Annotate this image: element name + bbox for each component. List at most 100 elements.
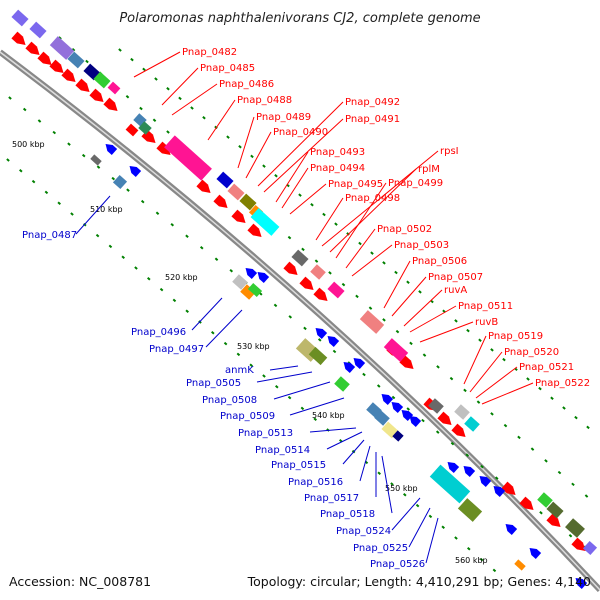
gene-label[interactable]: Pnap_0489 (256, 112, 311, 123)
gene-label[interactable]: ruvA (444, 285, 467, 296)
gene-label[interactable]: Pnap_0493 (310, 147, 365, 158)
tick-mark (449, 376, 454, 381)
gene-arrow (381, 393, 394, 405)
leader-line (469, 351, 503, 393)
gene-label[interactable]: Pnap_0515 (271, 460, 326, 471)
gene-label[interactable]: Pnap_0511 (458, 301, 513, 312)
tick-mark (341, 282, 346, 287)
tick-mark (490, 412, 494, 416)
gene-label[interactable]: Pnap_0522 (535, 378, 590, 389)
gene-label[interactable]: Pnap_0487 (22, 230, 77, 241)
tick-mark (435, 430, 440, 434)
tick-mark (155, 211, 160, 215)
tick-mark (526, 377, 530, 381)
gene-label[interactable]: Pnap_0497 (149, 344, 204, 355)
gene-label[interactable]: Pnap_0491 (345, 114, 400, 125)
gene-label[interactable]: Pnap_0521 (519, 362, 574, 373)
gene-label[interactable]: Pnap_0509 (220, 411, 275, 422)
gene-label[interactable]: anmK (225, 365, 254, 376)
gene-label[interactable]: Pnap_0524 (336, 526, 391, 537)
gene-block (334, 376, 350, 392)
gene-label[interactable]: Pnap_0505 (186, 378, 241, 389)
reverse-gene-labels: Pnap_0487 Pnap_0496 Pnap_0497 anmK Pnap_… (22, 230, 425, 570)
tick-mark (236, 352, 241, 357)
gene-label[interactable]: Pnap_0492 (345, 97, 400, 108)
gene-label[interactable]: Pnap_0482 (182, 47, 237, 58)
gene-label[interactable]: Pnap_0502 (377, 224, 432, 235)
gene-arrow (451, 423, 466, 438)
gene-label[interactable]: Pnap_0506 (412, 256, 467, 267)
gene-label[interactable]: Pnap_0520 (504, 347, 559, 358)
tick-mark (406, 280, 410, 284)
tick-mark (111, 176, 116, 181)
gene-block (310, 264, 326, 280)
leader-line (289, 397, 345, 416)
gene-arrow (245, 267, 258, 279)
gene-arrow (105, 143, 118, 155)
tick-mark (314, 259, 319, 263)
tick-mark (409, 341, 413, 346)
gene-label[interactable]: ruvB (475, 317, 498, 328)
scale-label: 530 kbp (237, 342, 270, 351)
gene-label[interactable]: Pnap_0503 (394, 240, 449, 251)
gene-label[interactable]: rplM (418, 164, 440, 175)
tick-mark (22, 107, 27, 112)
gene-block (232, 274, 248, 290)
tick-mark (262, 374, 266, 378)
topology-text: Topology: circular; Length: 4,410,291 bp… (247, 574, 591, 589)
gene-label[interactable]: Pnap_0516 (288, 477, 343, 488)
tick-mark (166, 86, 170, 91)
tick-mark (19, 169, 23, 173)
gene-arrow (247, 223, 262, 238)
tick-mark (300, 406, 305, 411)
gene-label[interactable]: Pnap_0496 (131, 327, 186, 338)
gene-arrow (37, 51, 52, 66)
gene-label[interactable]: Pnap_0519 (488, 331, 543, 342)
label-leader-lines (75, 51, 534, 564)
gene-block (250, 208, 280, 236)
gene-arrow (283, 261, 298, 276)
gene-arrow (299, 276, 314, 291)
tick-mark (450, 441, 455, 446)
leader-line (351, 244, 393, 277)
tick-mark (317, 338, 322, 342)
gene-label[interactable]: Pnap_0507 (428, 272, 483, 283)
leader-line (391, 276, 427, 317)
tick-mark (81, 153, 86, 158)
gene-label[interactable]: Pnap_0498 (345, 193, 400, 204)
tick-mark (571, 482, 575, 487)
gene-label[interactable]: Pnap_0485 (200, 63, 255, 74)
gene-label[interactable]: Pnap_0525 (353, 543, 408, 554)
tick-mark (130, 57, 134, 62)
gene-arrow (313, 287, 328, 302)
gene-block (565, 518, 585, 538)
tick-mark (298, 193, 302, 197)
gene-label[interactable]: Pnap_0518 (320, 509, 375, 520)
tick-mark (185, 234, 189, 238)
tick-mark (494, 476, 499, 480)
gene-label[interactable]: Pnap_0494 (310, 163, 365, 174)
leader-line (191, 297, 223, 331)
gene-label[interactable]: Pnap_0499 (388, 178, 443, 189)
gene-label[interactable]: Pnap_0490 (273, 127, 328, 138)
map-title: Polaromonas naphthalenivorans CJ2, compl… (119, 11, 480, 26)
gene-label[interactable]: Pnap_0513 (238, 428, 293, 439)
gene-label[interactable]: Pnap_0495 (328, 179, 383, 190)
gene-label[interactable]: Pnap_0488 (237, 95, 292, 106)
tick-mark (478, 338, 482, 342)
gene-arrow (463, 465, 476, 477)
gene-label[interactable]: Pnap_0526 (370, 559, 425, 570)
gene-label[interactable]: Pnap_0514 (255, 445, 310, 456)
leader-line (75, 195, 111, 235)
gene-label[interactable]: Pnap_0508 (202, 395, 257, 406)
leader-line (309, 427, 357, 433)
gene-label[interactable]: Pnap_0517 (304, 493, 359, 504)
gene-block (239, 193, 257, 211)
gene-arrow (327, 335, 340, 347)
tick-mark (394, 270, 398, 275)
gene-label[interactable]: rpsI (440, 146, 459, 157)
gene-label[interactable]: Pnap_0486 (219, 79, 274, 90)
tick-mark (370, 251, 374, 255)
tick-mark (584, 494, 589, 498)
leader-line (391, 497, 421, 531)
